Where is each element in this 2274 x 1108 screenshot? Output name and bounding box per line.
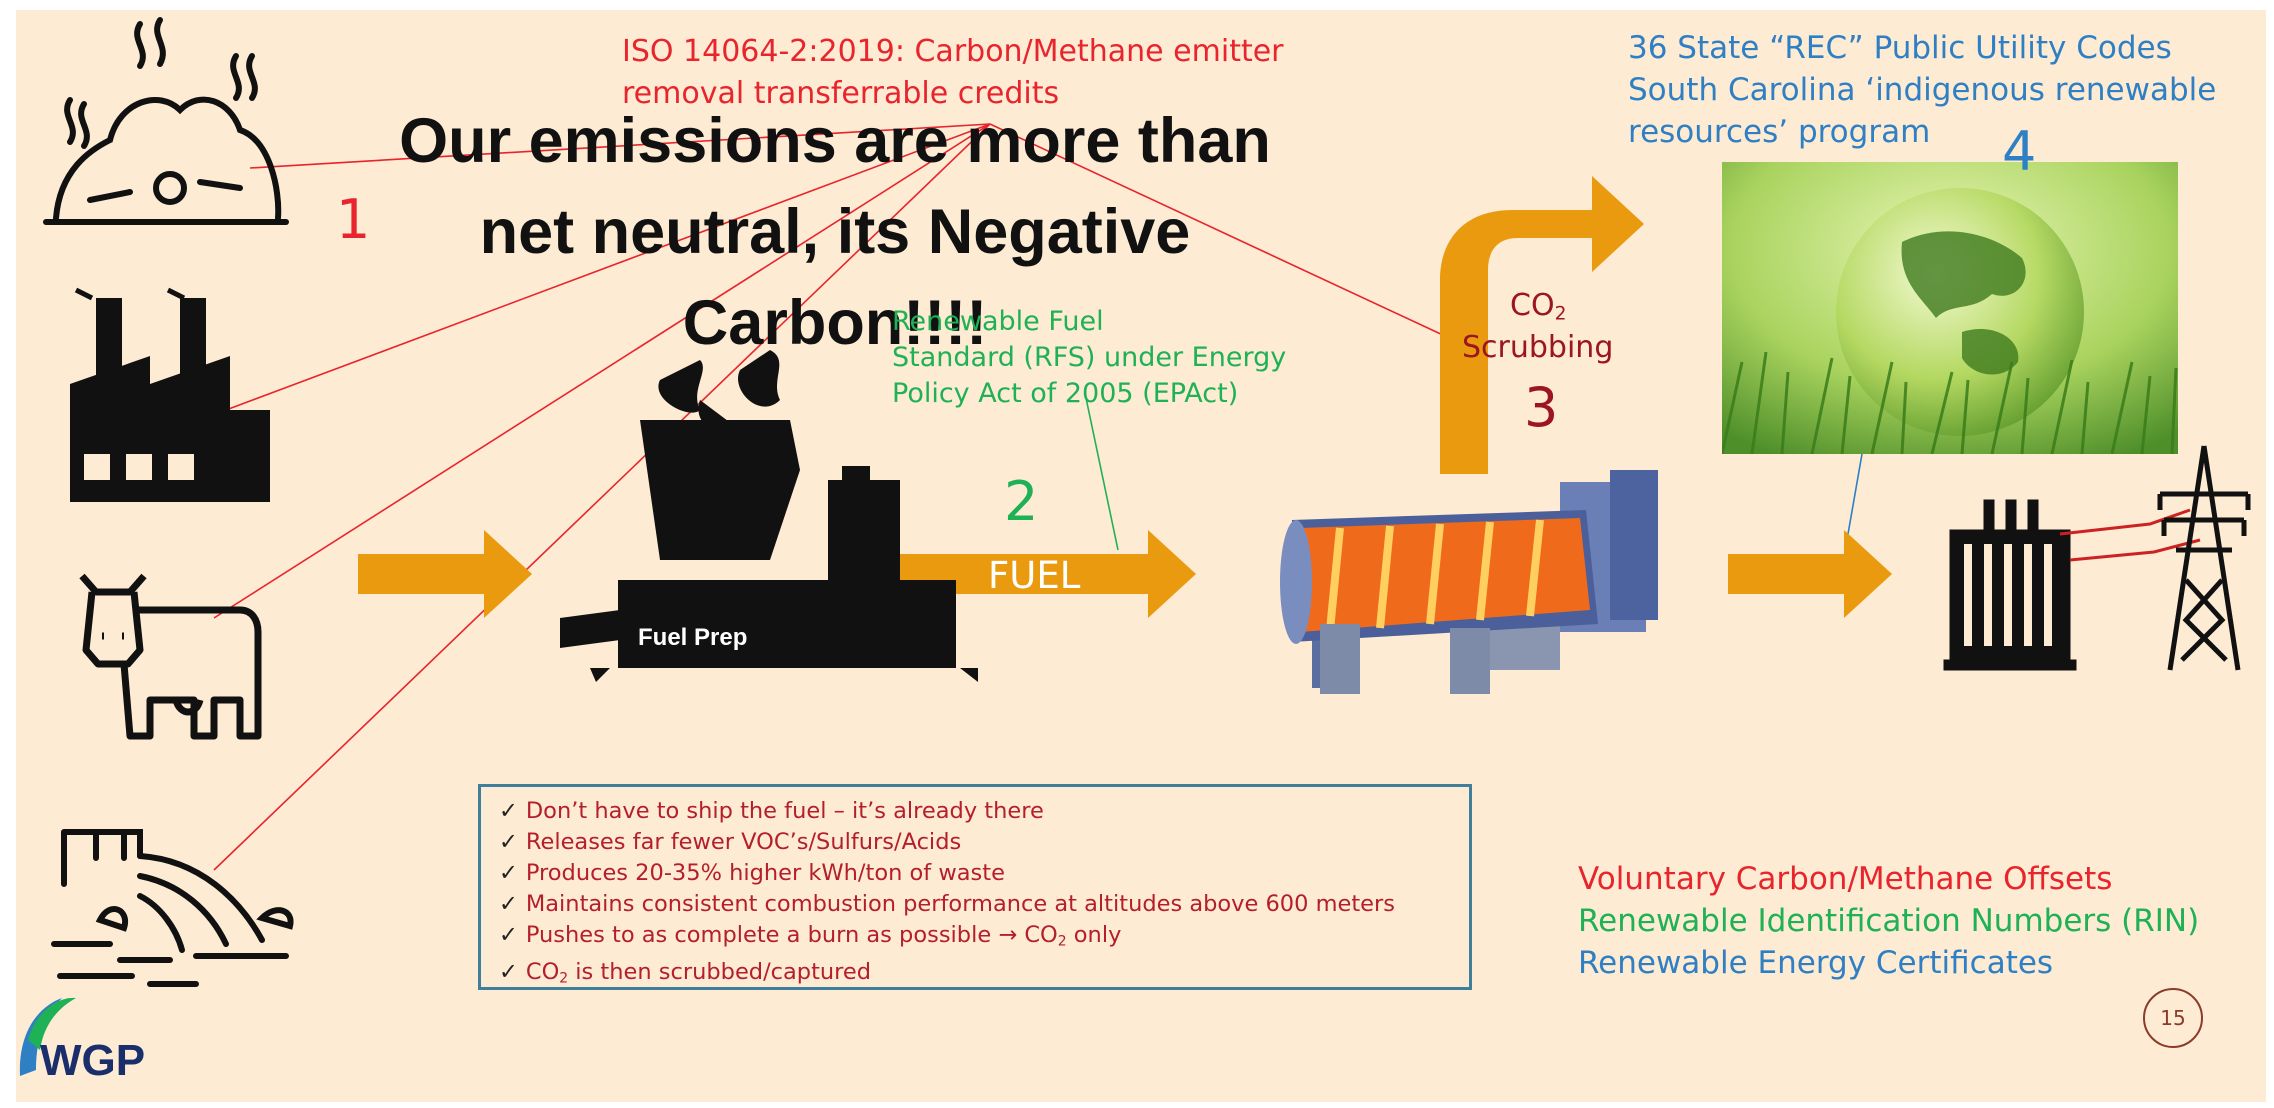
title-line-2: net neutral, its Negative bbox=[479, 197, 1191, 267]
fuel-arrow-icon bbox=[898, 530, 1196, 618]
iso-line-2: removal transferrable credits bbox=[622, 76, 1060, 111]
input-arrow-icon bbox=[358, 530, 532, 618]
wgp-logo-mark bbox=[19, 997, 76, 1076]
factory-icon bbox=[70, 287, 270, 502]
output-arrow-icon bbox=[1728, 530, 1892, 618]
sewage-icon bbox=[51, 829, 294, 987]
benefit-item: ✓CO2 is then scrubbed/captured bbox=[499, 959, 872, 987]
power-tower-icon bbox=[2157, 445, 2251, 671]
legend-rin: Renewable Identification Numbers (RIN) bbox=[1578, 903, 2200, 939]
slide-title: Our emissions are more than net neutral,… bbox=[300, 96, 1370, 369]
fuel-label: FUEL bbox=[988, 554, 1081, 597]
legend-rec: Renewable Energy Certificates bbox=[1578, 945, 2054, 981]
connector-factory bbox=[225, 123, 991, 411]
co2-up-arrow-icon bbox=[1440, 176, 1644, 474]
globe-grass-image bbox=[1722, 162, 2178, 454]
legend: Voluntary Carbon/Methane Offsets Renewab… bbox=[1578, 858, 2199, 984]
rfs-line-2: Standard (RFS) under Energy bbox=[892, 342, 1287, 373]
benefits-box: ✓Don’t have to ship the fuel – it’s alre… bbox=[478, 784, 1472, 990]
landfill-icon bbox=[43, 17, 289, 225]
step-2-number: 2 bbox=[1004, 470, 1039, 533]
fuel-prep-label: Fuel Prep bbox=[638, 624, 748, 651]
co2-text: CO bbox=[1510, 288, 1555, 323]
connector-cow bbox=[213, 123, 991, 619]
legend-voluntary: Voluntary Carbon/Methane Offsets bbox=[1578, 861, 2113, 897]
wgp-logo: WGP bbox=[40, 1036, 146, 1085]
rec-line-3: resources’ program bbox=[1628, 114, 1931, 150]
connector-scrubber bbox=[989, 123, 1446, 337]
benefit-item: ✓Releases far fewer VOC’s/Sulfurs/Acids bbox=[499, 829, 962, 855]
title-line-1: Our emissions are more than bbox=[399, 106, 1271, 176]
connector-sewage bbox=[213, 123, 991, 871]
step-1-number: 1 bbox=[336, 188, 371, 251]
rotary-kiln-icon bbox=[1280, 470, 1658, 694]
benefit-item: ✓Don’t have to ship the fuel – it’s alre… bbox=[499, 798, 1044, 824]
rfs-line-1: Renewable Fuel bbox=[892, 306, 1104, 337]
fuel-prep-machine-icon bbox=[560, 350, 978, 682]
rec-line-1: 36 State “REC” Public Utility Codes bbox=[1628, 30, 2172, 66]
co2-label: CO2 bbox=[1510, 288, 1566, 325]
transformer-icon bbox=[1943, 499, 2077, 671]
scrubbing-label: Scrubbing bbox=[1462, 330, 1614, 365]
benefit-item: ✓Maintains consistent combustion perform… bbox=[499, 891, 1395, 917]
step-4-number: 4 bbox=[2002, 120, 2037, 183]
benefit-item: ✓Produces 20-35% higher kWh/ton of waste bbox=[499, 860, 1005, 886]
iso-line-1: ISO 14064-2:2019: Carbon/Methane emitter bbox=[622, 34, 1284, 69]
benefit-item: ✓Pushes to as complete a burn as possibl… bbox=[499, 922, 1122, 950]
rec-line-2: South Carolina ‘indigenous renewable bbox=[1628, 72, 2217, 108]
step-3-number: 3 bbox=[1524, 376, 1559, 439]
connector-rfs bbox=[1085, 397, 1119, 551]
title-line-3: Carbon!!!! bbox=[682, 288, 988, 358]
page-number: 15 bbox=[2143, 988, 2203, 1048]
cow-icon bbox=[79, 573, 262, 740]
connector-landfill bbox=[249, 123, 991, 169]
rfs-line-3: Policy Act of 2005 (EPAct) bbox=[892, 378, 1239, 409]
co2-subscript: 2 bbox=[1554, 303, 1567, 325]
connector-rec bbox=[1847, 453, 1863, 535]
